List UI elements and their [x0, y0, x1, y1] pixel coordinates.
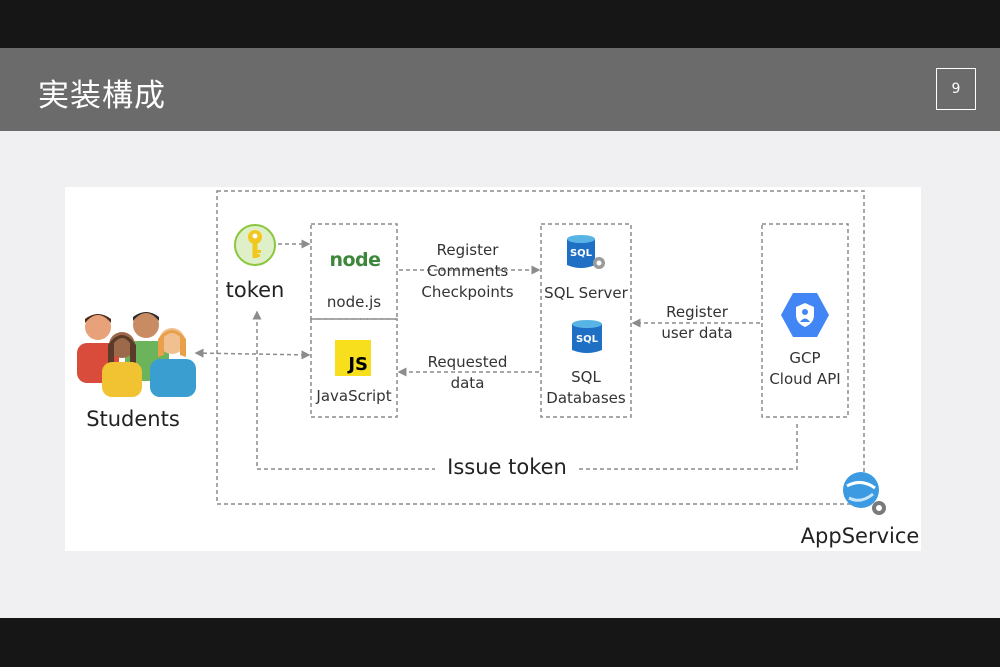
appservice-boundary — [216, 190, 865, 505]
sql-box — [540, 223, 632, 418]
students-group-icon — [77, 312, 196, 397]
register-comments-line2: Comments — [426, 262, 509, 280]
gcp-security-icon — [781, 293, 829, 337]
sql-databases-line2: Databases — [546, 389, 626, 407]
register-comments-line1: Register — [436, 241, 499, 259]
arrow-students-js — [194, 348, 311, 360]
top-letterbox — [0, 0, 1000, 48]
nodejs-logo-icon: node — [329, 249, 381, 271]
register-user-line2: user data — [661, 324, 733, 342]
gcp-box — [761, 223, 849, 418]
key-icon — [234, 224, 276, 266]
register-user-line1: Register — [666, 303, 728, 321]
students-label: Students — [86, 407, 180, 431]
sql-database-icon: SQL — [572, 320, 602, 353]
slide-title: 実装構成 — [38, 78, 166, 114]
sql-server-icon-text: SQL — [570, 248, 593, 259]
appservice-icon — [843, 472, 886, 515]
javascript-label: JavaScript — [316, 387, 392, 405]
issue-token-label: Issue token — [435, 457, 579, 478]
token-label: token — [225, 278, 285, 302]
bottom-letterbox — [0, 618, 1000, 667]
architecture-diagram: Students token node node.js JS JavaScrip… — [65, 187, 921, 551]
sql-server-icon: SQL — [567, 235, 605, 269]
register-user-data-label: Register user data — [647, 302, 747, 344]
gcp-line1: GCP — [789, 349, 821, 367]
register-comments-label: Register Comments Checkpoints — [415, 240, 520, 303]
javascript-logo-icon: JS — [335, 340, 371, 376]
js-logo-text: JS — [348, 354, 368, 375]
sql-databases-line1: SQL — [571, 368, 601, 386]
slide-header: 実装構成 9 — [0, 48, 1000, 131]
nodejs-label: node.js — [326, 293, 382, 311]
appservice-label: AppService — [800, 524, 920, 548]
gcp-line2: Cloud API — [769, 370, 841, 388]
sql-server-label: SQL Server — [544, 284, 628, 302]
page-number: 9 — [936, 68, 976, 110]
register-comments-line3: Checkpoints — [421, 283, 514, 301]
sql-database-icon-text: SQL — [576, 334, 599, 345]
sql-databases-label: SQL Databases — [539, 367, 633, 409]
gcp-label: GCP Cloud API — [758, 348, 852, 390]
javascript-box — [310, 318, 398, 418]
requested-data-label: Requested data — [420, 352, 515, 394]
requested-data-line1: Requested — [427, 353, 508, 371]
requested-data-line2: data — [450, 374, 485, 392]
